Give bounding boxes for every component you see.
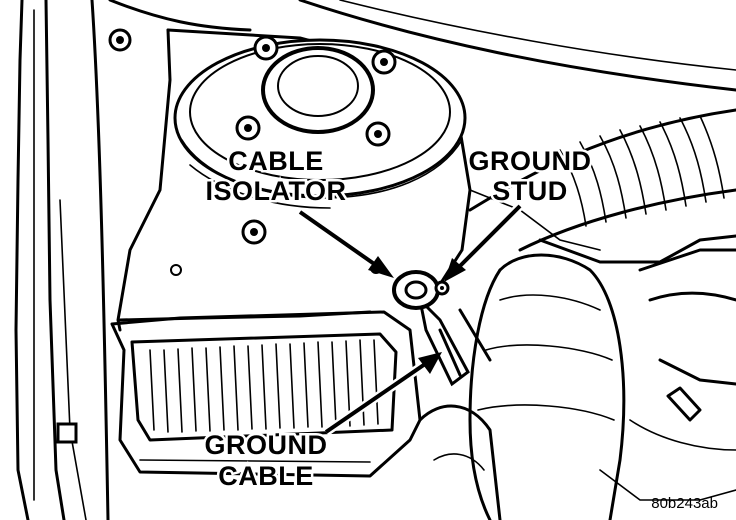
ground-cable-label-line-1: GROUND bbox=[205, 430, 328, 460]
cable-isolator-arrow bbox=[297, 208, 394, 278]
cable-isolator-label-line-1: CABLE bbox=[228, 146, 324, 176]
callout-ground-cable: GROUND CABLE bbox=[202, 428, 330, 494]
callout-cable-isolator: CABLE ISOLATOR bbox=[203, 144, 349, 209]
ground-stud-arrow bbox=[444, 202, 524, 282]
callout-ground-stud: GROUND STUD bbox=[466, 144, 594, 209]
ground-cable-assembly bbox=[417, 295, 492, 387]
lower-hose bbox=[418, 253, 626, 520]
ground-cable-arrow bbox=[323, 352, 442, 436]
figure-code: 80b243ab bbox=[651, 495, 718, 512]
ground-stud-label-line-1: GROUND bbox=[469, 146, 592, 176]
cable-isolator bbox=[392, 270, 440, 310]
ground-stud bbox=[434, 280, 450, 296]
hood-edge bbox=[108, 0, 736, 92]
leader-arrows bbox=[297, 202, 524, 436]
ground-stud-label-line-2: STUD bbox=[492, 176, 568, 206]
left-fender-rails bbox=[14, 0, 110, 520]
cable-isolator-label-line-2: ISOLATOR bbox=[205, 176, 346, 206]
duct-corrugations bbox=[559, 115, 725, 227]
right-components bbox=[599, 248, 736, 501]
mounting-nuts bbox=[108, 28, 397, 245]
ground-cable-label-line-2: CABLE bbox=[218, 461, 314, 491]
